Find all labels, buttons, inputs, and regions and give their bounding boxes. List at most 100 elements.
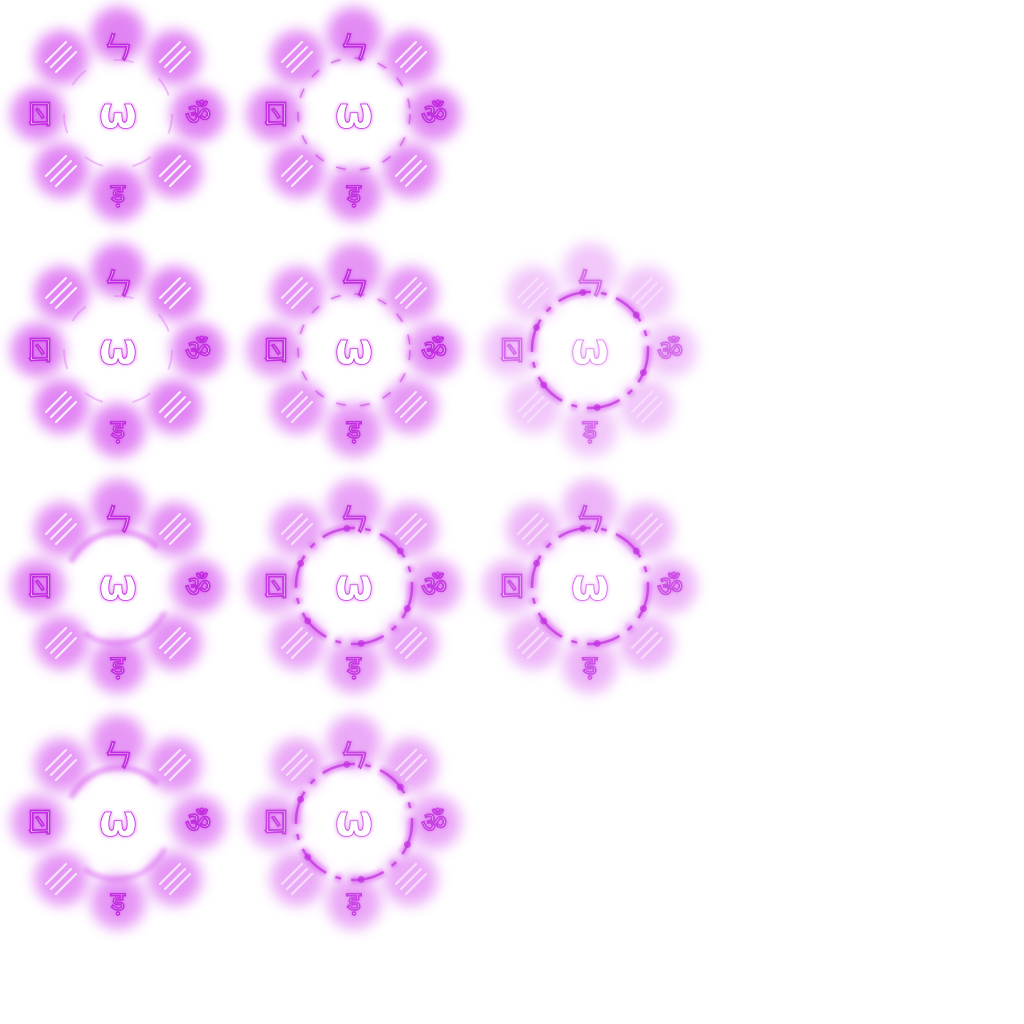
glyph-right-halo: ॐ (421, 570, 447, 603)
ring (296, 56, 412, 172)
glyph-right: ॐ (185, 570, 211, 603)
glyph-center-halo: ω (335, 88, 373, 139)
glyph-left-halo: ㄖ (498, 334, 526, 367)
glyph-left: ㄖ (26, 570, 54, 603)
glyph-top: ㄣ (339, 503, 369, 538)
glyph-top-halo: ㄣ (103, 503, 133, 538)
glyph-center-halo: ω (99, 88, 137, 139)
glyph-top: ㄣ (103, 739, 133, 774)
hatch-marks (280, 40, 428, 188)
ring (63, 59, 173, 169)
glyph-center: ω (335, 560, 373, 611)
glyph-right: ॐ (185, 806, 211, 839)
glyph-right: ॐ (421, 334, 447, 367)
glow-blobs (247, 243, 461, 457)
ring (292, 760, 416, 884)
glyph-bottom: ड़ (110, 651, 126, 681)
glyph-center: ω (99, 796, 137, 847)
glyph-top-halo: ㄣ (339, 503, 369, 538)
glyph-left-halo: ㄖ (26, 98, 54, 131)
glow-blobs (247, 7, 461, 221)
glyph-right-halo: ॐ (185, 570, 211, 603)
glyph-bottom: ड़ (582, 651, 598, 681)
glyph-right: ॐ (657, 334, 683, 367)
glyph-left: ㄖ (262, 334, 290, 367)
glyph-center-halo: ω (335, 324, 373, 375)
glyph-bottom-halo: ड़ (110, 415, 126, 445)
glyph-right-halo: ॐ (421, 98, 447, 131)
glyph-left-halo: ㄖ (262, 570, 290, 603)
glyph-center: ω (335, 88, 373, 139)
glyph-bottom-halo: ड़ (346, 415, 362, 445)
glyph-top: ㄣ (575, 503, 605, 538)
glyph-center-halo: ω (99, 796, 137, 847)
glyph-top-halo: ㄣ (103, 31, 133, 66)
glyph-top: ㄣ (575, 267, 605, 302)
hatch-marks (280, 276, 428, 424)
glyph-center-halo: ω (571, 324, 609, 375)
glyph-bottom-halo: ड़ (110, 887, 126, 917)
glyph-right-halo: ॐ (185, 806, 211, 839)
glyph-top-halo: ㄣ (339, 739, 369, 774)
glyph-top-halo: ㄣ (575, 267, 605, 302)
glyph-left: ㄖ (26, 806, 54, 839)
glyph-left: ㄖ (498, 570, 526, 603)
glyph-left-halo: ㄖ (262, 806, 290, 839)
hatch-marks (280, 748, 428, 896)
ring (69, 764, 167, 882)
glyph-right-halo: ॐ (421, 806, 447, 839)
glyph-top: ㄣ (339, 267, 369, 302)
glyph-right: ॐ (421, 98, 447, 131)
glyph-right-halo: ॐ (657, 570, 683, 603)
hatch-marks (44, 748, 192, 896)
glyph-left: ㄖ (262, 98, 290, 131)
glyph-left: ㄖ (26, 334, 54, 367)
glyph-bottom: ड़ (346, 887, 362, 917)
glyph-center-halo: ω (99, 560, 137, 611)
glyph-bottom-halo: ड़ (110, 651, 126, 681)
ring (292, 524, 416, 648)
hatch-marks (516, 512, 664, 660)
ring (528, 288, 652, 412)
glyph-center: ω (99, 88, 137, 139)
glyph-center: ω (99, 560, 137, 611)
glyph-center-halo: ω (335, 560, 373, 611)
glyph-center-halo: ω (335, 796, 373, 847)
hatch-marks (44, 276, 192, 424)
glyph-left: ㄖ (498, 334, 526, 367)
glyph-bottom: ड़ (582, 415, 598, 445)
ring (63, 295, 173, 405)
glyph-center: ω (571, 324, 609, 375)
glyph-bottom-halo: ड़ (110, 179, 126, 209)
glyph-left: ㄖ (262, 570, 290, 603)
hatch-marks (44, 40, 192, 188)
glow-blobs (483, 243, 697, 457)
glyph-left-halo: ㄖ (26, 334, 54, 367)
glyph-bottom: ड़ (346, 415, 362, 445)
glyph-top: ㄣ (339, 31, 369, 66)
hatch-marks (280, 512, 428, 660)
ring (528, 524, 652, 648)
ring (69, 528, 167, 646)
glyph-right-halo: ॐ (657, 334, 683, 367)
glyph-right-halo: ॐ (185, 98, 211, 131)
glyph-top-halo: ㄣ (339, 267, 369, 302)
glyph-bottom: ड़ (110, 415, 126, 445)
hatch-marks (44, 512, 192, 660)
glyph-left: ㄖ (262, 806, 290, 839)
glyph-center-halo: ω (571, 560, 609, 611)
